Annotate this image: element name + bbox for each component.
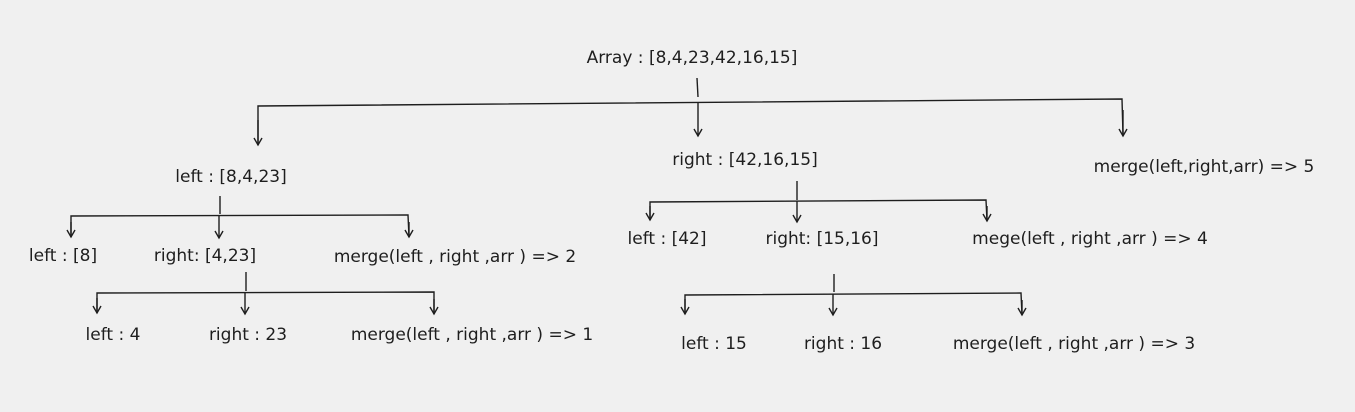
level1-left-label: left : [8,4,23] (175, 167, 287, 187)
right-sub-left-label: left : 15 (681, 334, 747, 354)
left-branch-merge-label: merge(left , right ,arr ) => 2 (333, 247, 577, 267)
right-sub-merge-label: merge(left , right ,arr ) => 3 (952, 334, 1196, 354)
left-sub-merge-label: merge(left , right ,arr ) => 1 (350, 325, 594, 345)
left-sub-bracket (96, 291, 435, 314)
level1-merge-label: merge(left,right,arr) => 5 (1093, 157, 1315, 177)
left-bracket (70, 214, 410, 238)
right-branch-left-label: left : [42] (627, 229, 707, 249)
level1-right-label: right : [42,16,15] (672, 150, 818, 170)
right-sub-right-label: right : 16 (803, 334, 883, 354)
right-sub-bracket (684, 292, 1023, 316)
left-branch-right-label: right: [4,23] (153, 246, 257, 266)
root-bracket (257, 98, 1124, 145)
right-bracket (649, 199, 988, 222)
left-sub-left-label: left : 4 (85, 325, 141, 345)
right-branch-merge-label: mege(left , right ,arr ) => 4 (972, 229, 1208, 249)
right-branch-right-label: right: [15,16] (765, 229, 879, 249)
root-stem (696, 77, 699, 98)
left-sub-right-label: right : 23 (208, 325, 288, 345)
left-branch-left-label: left : [8] (28, 246, 98, 266)
root-array-label: Array : [8,4,23,42,16,15] (586, 48, 798, 68)
